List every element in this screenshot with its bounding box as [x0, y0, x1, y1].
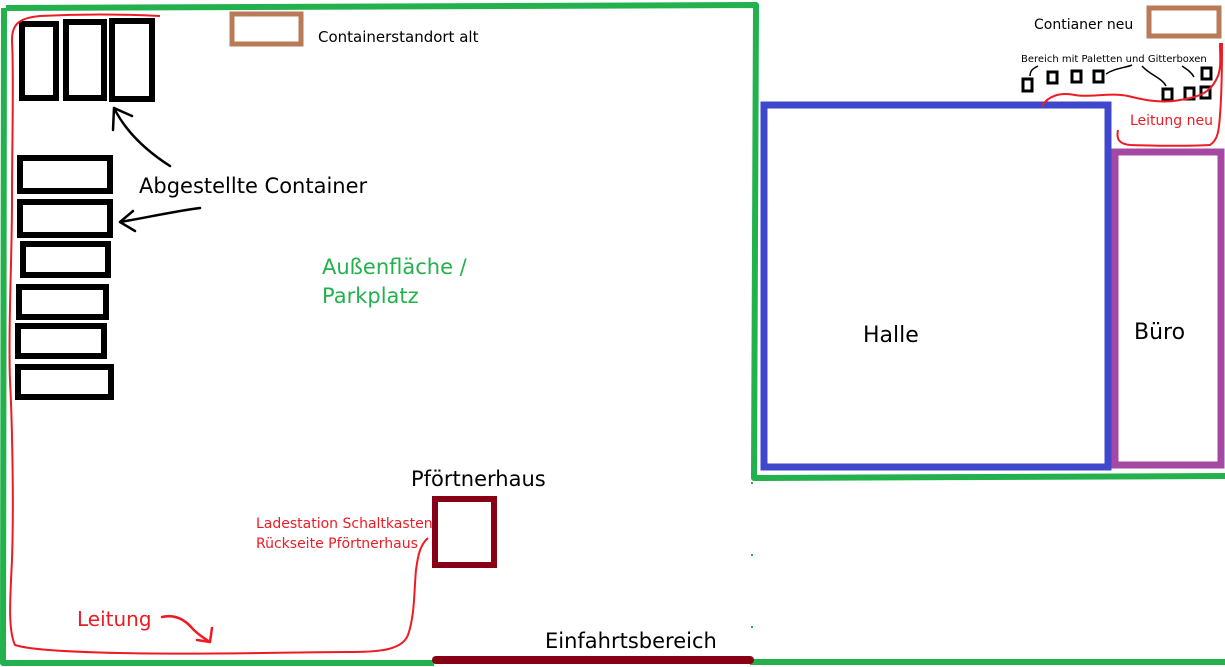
container [19, 21, 59, 101]
container [15, 323, 107, 359]
pallet-box [1046, 70, 1059, 85]
pointer-line [1181, 65, 1195, 78]
label-outdoor-area-line2: Parkplatz [322, 284, 419, 308]
container [109, 18, 155, 102]
label-charging-line2: Rückseite Pförtnerhaus [256, 536, 418, 552]
pointer-line [1105, 64, 1133, 75]
label-parked-containers: Abgestellte Container [139, 174, 368, 198]
pallet-box [1092, 69, 1105, 84]
parked-containers-top [19, 18, 155, 102]
cable-line-arrow [160, 615, 214, 644]
label-charging-line1: Ladestation Schaltkasten [256, 516, 433, 532]
label-gatehouse: Pförtnerhaus [411, 467, 546, 491]
label-container-old: Containerstandort alt [318, 28, 479, 46]
container [63, 19, 107, 101]
pointer-line [1141, 65, 1167, 87]
cable-line [8, 13, 429, 655]
hall [760, 101, 1112, 471]
container [16, 284, 109, 320]
pallet-box [1161, 87, 1174, 102]
pallet-box [1200, 66, 1213, 81]
parked-containers-left [15, 155, 114, 400]
pointer-line [1029, 65, 1039, 77]
label-line-new: Leitung neu [1130, 113, 1213, 129]
label-office: Büro [1134, 320, 1185, 345]
label-line: Leitung [77, 607, 152, 631]
label-outdoor-area-line1: Außenfläche / [322, 255, 468, 279]
gatehouse [432, 496, 497, 568]
container-location-new [1146, 5, 1222, 39]
pallet-box [1070, 69, 1083, 84]
container [17, 155, 113, 194]
label-entrance: Einfahrtsbereich [545, 629, 717, 653]
cable-line-new [1041, 43, 1224, 147]
label-hall: Halle [863, 323, 919, 348]
pallet-box [1021, 77, 1034, 93]
container-location-old [229, 11, 304, 47]
pallet-pointer-lines [1029, 64, 1195, 87]
container [17, 199, 113, 238]
office [1111, 148, 1225, 469]
label-container-new: Contianer neu [1034, 17, 1133, 33]
arrow-to-left-containers [118, 206, 202, 233]
label-pallet-area: Bereich mit Paletten und Gitterboxen [1021, 54, 1207, 65]
container [20, 241, 111, 278]
container [15, 364, 114, 400]
pallet-boxes [1021, 66, 1213, 102]
site-boundary-left-bottom [0, 7, 1225, 666]
site-boundary [5, 2, 1225, 481]
arrow-to-top-containers [111, 106, 172, 168]
